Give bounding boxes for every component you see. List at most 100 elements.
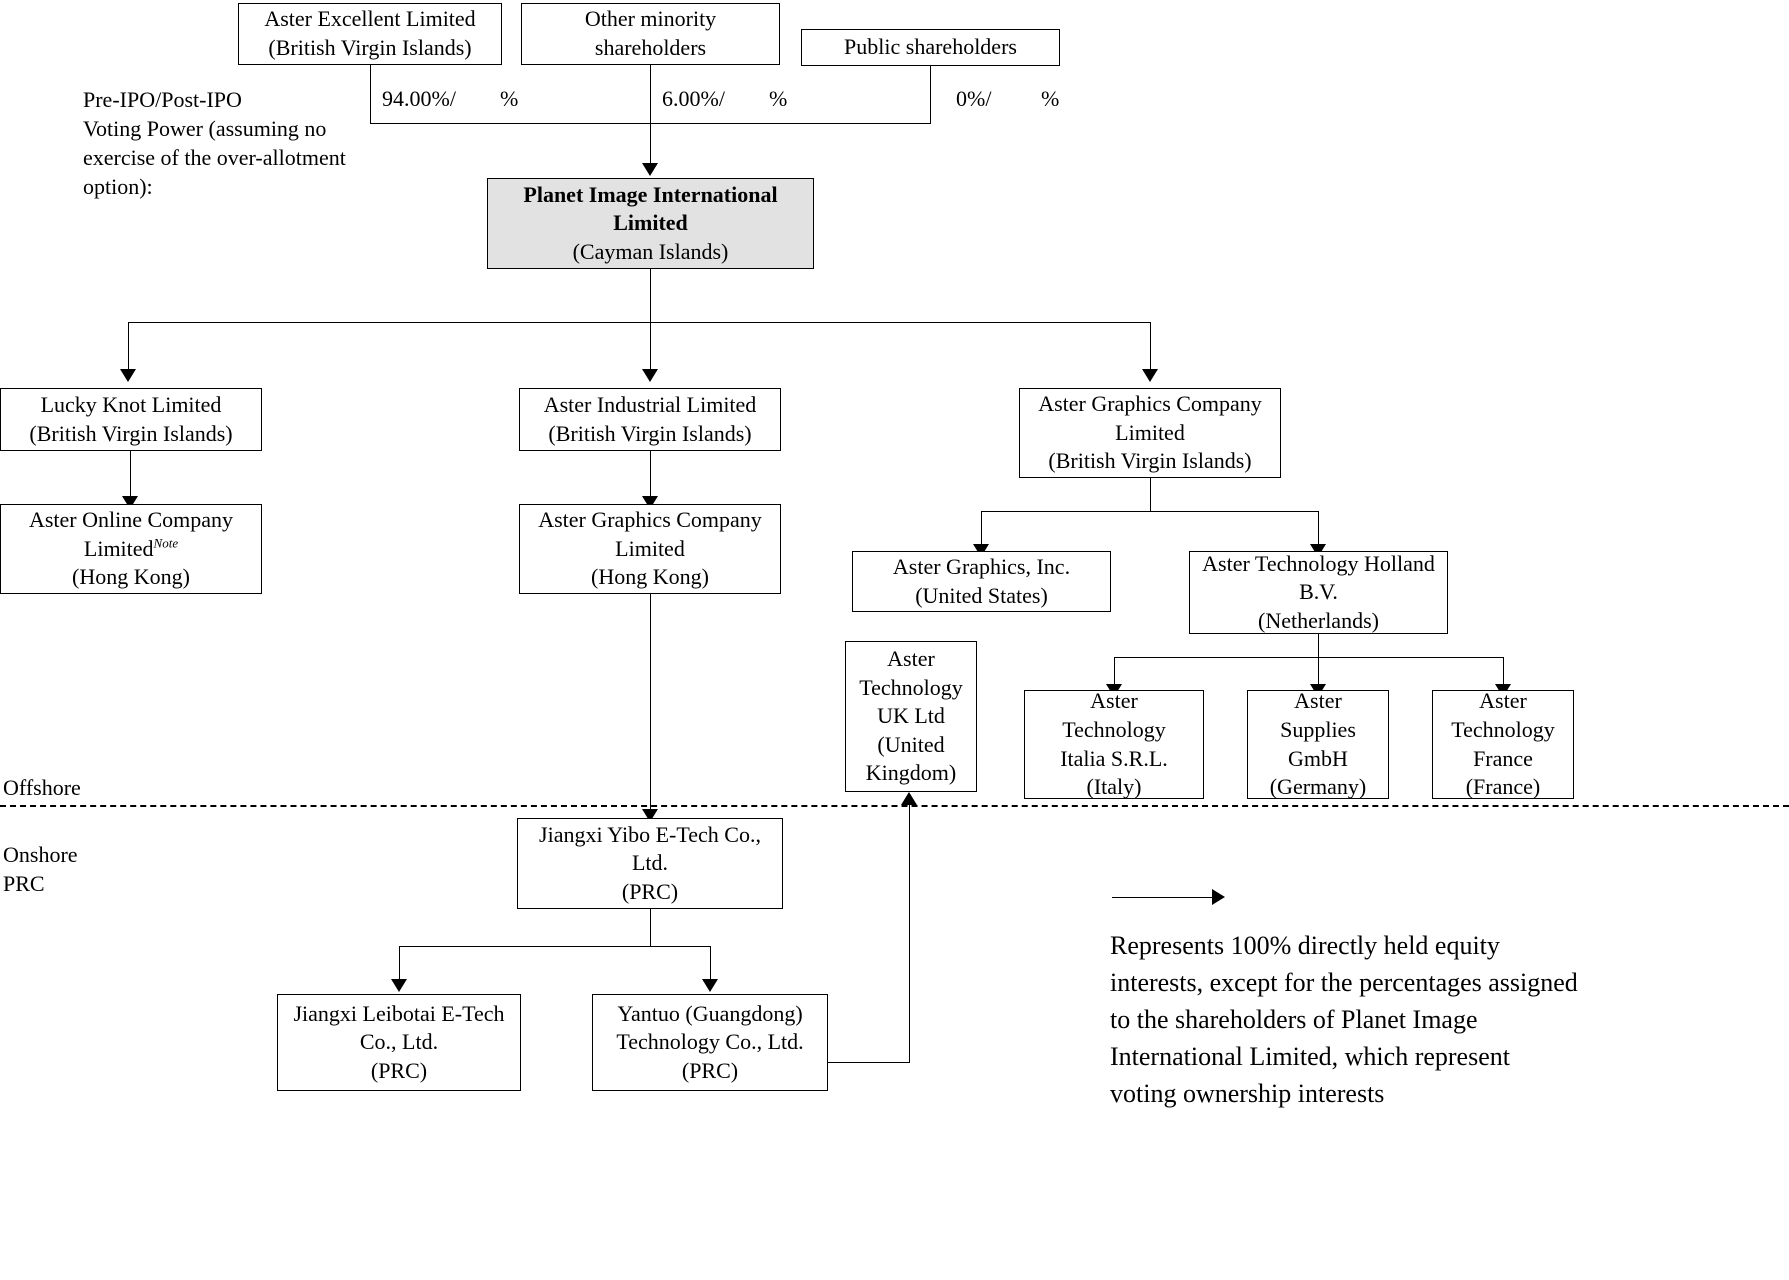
label-offshore: Offshore bbox=[3, 775, 81, 800]
connector-yibo-down bbox=[650, 909, 651, 946]
entity-jurisdiction: Kingdom) bbox=[865, 760, 957, 786]
entity-line: Technology bbox=[1062, 716, 1166, 742]
connector-to-gmbh bbox=[1318, 657, 1319, 688]
entity-line: (British Virgin Islands) bbox=[29, 420, 233, 446]
entity-box-yantuo-guangdong: Yantuo (Guangdong) Technology Co., Ltd. … bbox=[592, 994, 828, 1091]
arrowhead-jiangxi-leibotai bbox=[391, 979, 407, 992]
note-marker: Note bbox=[153, 535, 179, 551]
legend-arrow-line bbox=[1112, 897, 1214, 898]
entity-line: Aster bbox=[1294, 688, 1342, 714]
entity-jurisdiction: (Germany) bbox=[1269, 774, 1367, 800]
arrowhead-lucky-knot bbox=[120, 369, 136, 382]
connector-industrial-to-graphicshk bbox=[650, 451, 651, 501]
arrowhead-aster-tech-uk bbox=[901, 792, 917, 805]
entity-line: Technology Co., Ltd. bbox=[616, 1029, 804, 1055]
connector-branch-right bbox=[1150, 322, 1151, 371]
entity-box-aster-graphics-bvi: Aster Graphics Company Limited (British … bbox=[1019, 388, 1281, 478]
entity-line: (British Virgin Islands) bbox=[268, 35, 472, 60]
entity-jurisdiction: (Hong Kong) bbox=[72, 564, 190, 590]
entity-box-aster-industrial: Aster Industrial Limited (British Virgin… bbox=[519, 388, 781, 451]
entity-box-aster-graphics-hk: Aster Graphics Company Limited (Hong Kon… bbox=[519, 504, 781, 594]
legend-caption: Represents 100% directly held equity int… bbox=[1110, 931, 1578, 1108]
entity-jurisdiction: (Italy) bbox=[1086, 774, 1142, 800]
arrowhead-aster-industrial bbox=[642, 369, 658, 382]
entity-box-aster-supplies-gmbh: Aster Supplies GmbH (Germany) bbox=[1247, 688, 1389, 800]
entity-box-public-shareholders: Public shareholders bbox=[801, 29, 1060, 66]
connector-to-leibotai bbox=[399, 946, 400, 983]
entity-line: Limited bbox=[1115, 419, 1185, 445]
entity-line: Jiangxi Yibo E-Tech Co., bbox=[539, 821, 761, 847]
entity-jurisdiction: (PRC) bbox=[370, 1057, 428, 1083]
connector-to-italia bbox=[1114, 657, 1115, 688]
connector-parent-bus bbox=[128, 322, 1150, 323]
arrowhead-to-parent bbox=[642, 163, 658, 176]
entity-line: Other minority bbox=[584, 6, 717, 32]
entity-jurisdiction: (United bbox=[877, 731, 945, 757]
connector-yantuo-right bbox=[828, 1062, 910, 1063]
entity-line: Lucky Knot Limited bbox=[40, 391, 222, 417]
entity-jurisdiction: (Netherlands) bbox=[1258, 607, 1379, 633]
connector-graphicsbvi-bus bbox=[981, 511, 1319, 512]
entity-line: Aster bbox=[1479, 688, 1527, 714]
ownership-pct-public: 0%/ % bbox=[956, 86, 1060, 111]
entity-line: Italia S.R.L. bbox=[1060, 745, 1168, 771]
entity-line: UK Ltd bbox=[877, 703, 945, 729]
entity-box-jiangxi-yibo: Jiangxi Yibo E-Tech Co., Ltd. (PRC) bbox=[517, 818, 783, 909]
entity-line: Aster Technology Holland bbox=[1202, 550, 1435, 576]
connector-yantuo-up bbox=[909, 805, 910, 1062]
connector-to-graphics-inc bbox=[981, 511, 982, 548]
ownership-pct-other-minority: 6.00%/ % bbox=[662, 86, 788, 111]
entity-box-aster-excellent: Aster Excellent Limited (British Virgin … bbox=[238, 3, 502, 65]
entity-box-lucky-knot: Lucky Knot Limited (British Virgin Islan… bbox=[0, 388, 262, 451]
entity-line: Ltd. bbox=[631, 850, 669, 876]
connector-other-minority-down bbox=[650, 65, 651, 123]
connector-holland-down bbox=[1318, 634, 1319, 657]
connector-branch-left bbox=[128, 322, 129, 371]
entity-line: France bbox=[1473, 745, 1533, 771]
connector-to-tech-holland bbox=[1318, 511, 1319, 548]
entity-box-jiangxi-leibotai: Jiangxi Leibotai E-Tech Co., Ltd. (PRC) bbox=[277, 994, 521, 1091]
connector-bus-to-parent bbox=[650, 123, 651, 169]
entity-line: Public shareholders bbox=[844, 34, 1017, 60]
entity-line: Aster Online Company bbox=[28, 507, 234, 533]
entity-box-aster-tech-uk: Aster Technology UK Ltd (United Kingdom) bbox=[845, 641, 977, 792]
entity-jurisdiction: (PRC) bbox=[621, 878, 679, 904]
connector-to-france bbox=[1503, 657, 1504, 688]
entity-line: Technology bbox=[859, 674, 963, 700]
entity-jurisdiction: (France) bbox=[1465, 774, 1541, 800]
entity-line: Aster Graphics Company bbox=[1038, 391, 1262, 417]
entity-line: Limited bbox=[613, 210, 688, 236]
entity-line: (British Virgin Islands) bbox=[548, 420, 752, 446]
ownership-pct-aster-excellent: 94.00%/ % bbox=[382, 86, 519, 111]
entity-line-with-note: LimitedNote bbox=[84, 535, 178, 564]
entity-line: Aster bbox=[887, 646, 935, 672]
connector-to-yantuo bbox=[710, 946, 711, 983]
arrowhead-yantuo bbox=[702, 979, 718, 992]
entity-line: Yantuo (Guangdong) bbox=[617, 1000, 803, 1026]
label-onshore-prc: Onshore PRC bbox=[3, 842, 78, 897]
connector-lucky-to-online bbox=[130, 451, 131, 501]
legend-arrowhead-icon bbox=[1212, 889, 1225, 905]
entity-box-aster-tech-france: Aster Technology France (France) bbox=[1432, 688, 1574, 800]
entity-box-aster-graphics-inc: Aster Graphics, Inc. (United States) bbox=[852, 551, 1111, 612]
entity-box-aster-tech-holland: Aster Technology Holland B.V. (Netherlan… bbox=[1189, 551, 1448, 634]
entity-line: B.V. bbox=[1299, 579, 1338, 605]
entity-box-other-minority: Other minority shareholders bbox=[521, 3, 780, 65]
connector-aster-excellent-down bbox=[370, 65, 371, 123]
arrowhead-aster-graphics-bvi bbox=[1142, 369, 1158, 382]
entity-line: Aster Graphics Company bbox=[538, 507, 762, 533]
connector-graphicshk-to-yibo bbox=[650, 594, 651, 815]
entity-line: Supplies bbox=[1280, 716, 1356, 742]
entity-jurisdiction: (Cayman Islands) bbox=[572, 238, 729, 264]
entity-line: GmbH bbox=[1288, 745, 1348, 771]
offshore-onshore-divider bbox=[0, 805, 1789, 807]
entity-line: Aster Excellent Limited bbox=[264, 6, 476, 32]
entity-line: Aster Graphics, Inc. bbox=[892, 553, 1071, 579]
entity-line: Jiangxi Leibotai E-Tech bbox=[293, 1000, 505, 1026]
entity-line-text: Limited bbox=[83, 535, 154, 561]
entity-line: Planet Image International bbox=[523, 181, 778, 207]
connector-yibo-bus bbox=[399, 946, 711, 947]
connector-branch-mid bbox=[650, 322, 651, 371]
connector-holland-bus bbox=[1114, 657, 1504, 658]
